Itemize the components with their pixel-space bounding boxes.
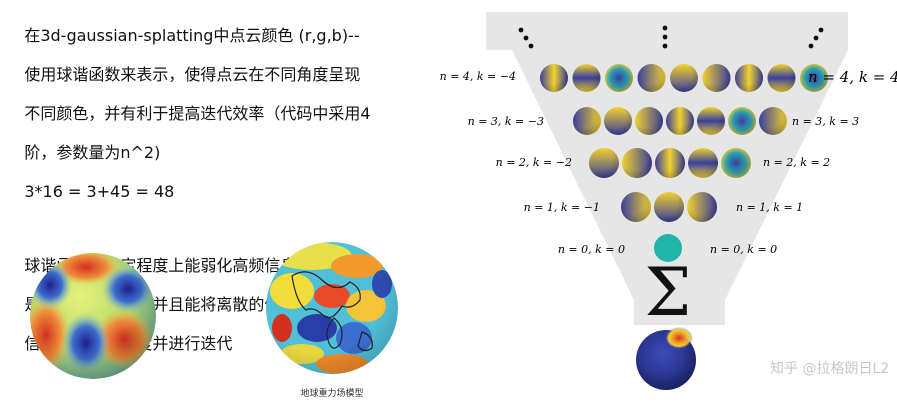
n0-sphere <box>654 234 682 262</box>
harmonic-sphere-n1 <box>621 192 651 222</box>
harmonic-sphere-n4 <box>767 64 796 92</box>
paragraph-1: 在3d-gaussian-splatting中点云颜色 (r,g,b)-- 使用… <box>4 6 404 221</box>
spherical-harmonics-diagram: Σ n = 4, k = −4 n = 3, k = −3 n = 2, k =… <box>440 12 897 390</box>
output-sphere <box>636 327 696 390</box>
harmonic-sphere-n4 <box>735 64 763 92</box>
p1-line-2: 使用球谐函数来表示，使得点云在不同角度呈现 <box>24 64 361 84</box>
harmonic-sphere-n2 <box>589 148 619 178</box>
p1-line-1: 在3d-gaussian-splatting中点云颜色 (r,g,b)-- <box>24 25 360 45</box>
harmonic-sphere-image <box>30 253 156 379</box>
harmonic-sphere-n3 <box>759 107 787 135</box>
harmonic-sphere-n3 <box>697 107 725 135</box>
sum-symbol: Σ <box>645 254 692 331</box>
earth-caption: 地球重力场模型 <box>300 389 364 399</box>
p1-line-5: 3*16 = 3+45 = 48 <box>24 181 175 201</box>
harmonic-sphere-n3 <box>573 107 601 135</box>
harmonic-sphere-n1 <box>687 192 717 222</box>
earth-gravity-image <box>266 242 398 374</box>
harmonic-sphere-n2 <box>721 148 751 178</box>
harmonic-sphere-n4 <box>670 64 698 92</box>
harmonic-sphere-n3 <box>604 107 632 135</box>
p1-line-4: 阶，参数量为n^2) <box>24 142 161 162</box>
earth-gravity-model: 地球重力场模型 <box>262 236 406 399</box>
left-label-n1: n = 1, k = −1 <box>524 201 600 214</box>
harmonic-sphere-n4 <box>540 64 568 92</box>
harmonic-sphere-n3 <box>635 107 663 135</box>
right-label-n4: n = 4, k = 4 <box>808 68 897 86</box>
harmonic-sphere-n3 <box>728 107 756 135</box>
harmonic-sphere-n2 <box>622 148 652 178</box>
harmonic-sphere-n2 <box>655 148 685 178</box>
harmonic-rows <box>540 64 828 222</box>
right-label-n0: n = 0, k = 0 <box>710 243 777 256</box>
harmonic-sphere-n4 <box>702 64 731 92</box>
right-label-n1: n = 1, k = 1 <box>736 201 803 214</box>
watermark: 知乎 @拉格朗日L2 <box>770 361 890 377</box>
harmonic-sphere-n4 <box>572 64 601 92</box>
right-label-n2: n = 2, k = 2 <box>763 156 830 169</box>
left-label-n2: n = 2, k = −2 <box>496 156 572 169</box>
left-label-n0: n = 0, k = 0 <box>558 243 625 256</box>
right-label-n3: n = 3, k = 3 <box>792 115 859 128</box>
harmonic-sphere-n1 <box>654 192 684 222</box>
left-label-n4: n = 4, k = −4 <box>440 70 516 83</box>
harmonic-sphere-n4 <box>605 64 633 92</box>
p1-line-3: 不同颜色，并有利于提高迭代效率（代码中采用4 <box>24 103 371 123</box>
ellipsis-dots <box>518 25 824 49</box>
harmonic-sphere-n3 <box>666 107 694 135</box>
harmonic-sphere-n4 <box>637 64 666 92</box>
harmonic-sphere-n4 <box>800 64 828 92</box>
harmonic-sphere-n2 <box>688 148 718 178</box>
left-label-n3: n = 3, k = −3 <box>468 115 544 128</box>
